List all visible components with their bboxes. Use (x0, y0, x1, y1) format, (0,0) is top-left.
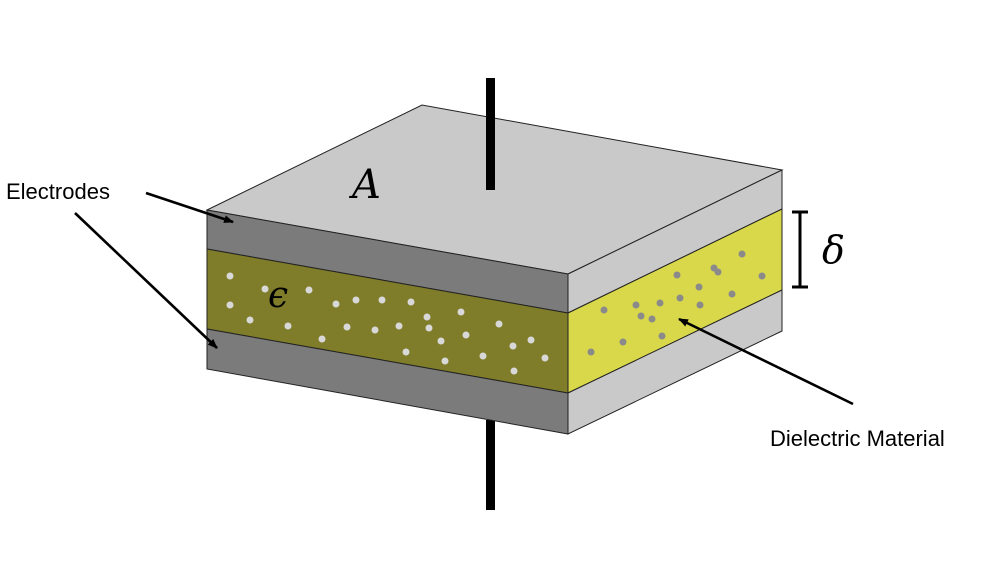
particle-dot (261, 285, 269, 293)
particle-dot (226, 301, 234, 309)
particle-dot (352, 296, 360, 304)
particle-dot (407, 298, 415, 306)
dielectric-material-label: Dielectric Material (770, 426, 945, 451)
particle-dot (226, 272, 234, 280)
particle-dot (695, 283, 703, 291)
particle-dot (318, 335, 326, 343)
callout-arrows (74, 191, 854, 406)
particle-dot (714, 268, 722, 276)
particle-dot (284, 322, 292, 330)
particle-dot (728, 290, 736, 298)
particle-dot (371, 326, 379, 334)
particle-dot (395, 322, 403, 330)
side-particles (587, 250, 766, 356)
particle-dot (637, 312, 645, 320)
particle-dot (738, 250, 746, 258)
particle-dot (510, 367, 518, 375)
particle-dot (541, 354, 549, 362)
particle-dot (246, 316, 254, 324)
particle-dot (378, 296, 386, 304)
particle-dot (656, 299, 664, 307)
particle-dot (457, 308, 465, 316)
particle-dot (509, 342, 517, 350)
electrodes-label: Electrodes (6, 179, 110, 204)
particle-dot (632, 301, 640, 309)
particle-dot (619, 338, 627, 346)
particle-dot (600, 306, 608, 314)
particle-dot (527, 336, 535, 344)
particle-dot (423, 313, 431, 321)
particle-dot (479, 352, 487, 360)
particle-dot (648, 315, 656, 323)
top-lead-wire (486, 78, 495, 190)
particle-dot (495, 320, 503, 328)
area-label: A (348, 162, 381, 208)
particle-dot (332, 300, 340, 308)
thickness-label: δ (822, 228, 845, 272)
particle-dot (402, 348, 410, 356)
permittivity-label: ϵ (268, 275, 288, 316)
particle-dot (305, 286, 313, 294)
particle-dot (673, 271, 681, 279)
bottom-electrode-side (567, 289, 783, 435)
particle-dot (587, 348, 595, 356)
front-particles (226, 272, 549, 375)
bottom-lead-wire (486, 420, 495, 510)
dielectric-arrow (678, 317, 854, 406)
particle-dot (343, 323, 351, 331)
particle-dot (441, 357, 449, 365)
particle-dot (425, 324, 433, 332)
particle-dot (758, 272, 766, 280)
electrode-arrow-top (145, 191, 234, 224)
thickness-bracket (792, 210, 808, 289)
particle-dot (462, 331, 470, 339)
particle-dot (696, 301, 704, 309)
electrode-arrow-bottom (74, 212, 218, 349)
particle-dot (658, 332, 666, 340)
particle-dot (676, 294, 684, 302)
particle-dot (437, 337, 445, 345)
